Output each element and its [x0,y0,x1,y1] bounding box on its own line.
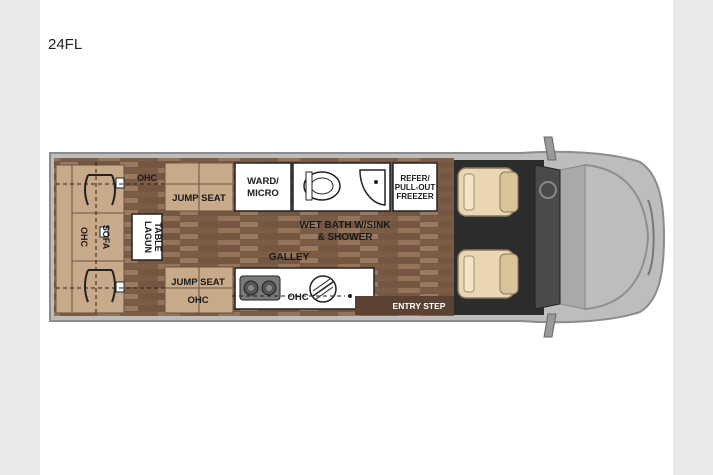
model-name: 24FL [48,36,83,53]
jump-seat-top [164,162,234,212]
label-wet-bath-1: WET BATH W/SINK [300,220,392,231]
galley-counter [232,267,375,310]
label-micro: MICRO [247,188,279,199]
ward-micro [234,162,292,212]
label-ohc-left: OHC [79,227,89,248]
label-table: TABLE [153,222,163,251]
label-wet-bath-2: & SHOWER [318,232,374,243]
label-ohc-rear: OHC [137,173,158,183]
label-jump-seat-top: JUMP SEAT [172,193,226,204]
rear-sofa [55,162,165,316]
wet-bath [292,162,391,212]
label-entry-step: ENTRY STEP [393,301,446,311]
label-ohc-galley: OHC [287,292,308,303]
label-lagun: LAGUN [143,221,153,253]
label-sofa: SOFA [101,225,111,250]
label-pullout: PULL-OUT [395,183,436,192]
passenger-seat [457,249,519,299]
label-jump-seat-bottom: JUMP SEAT [171,277,225,288]
label-refer: REFER/ [400,174,430,183]
label-ward: WARD/ [247,176,279,187]
driver-seat [457,167,519,217]
lagun-table [131,213,163,261]
jump-seat-bottom [164,266,234,314]
label-freezer: FREEZER [396,192,434,201]
label-ohc-bottom: OHC [187,295,208,306]
entry-step [355,296,454,315]
refrigerator [392,162,438,212]
label-galley: GALLEY [269,252,310,263]
